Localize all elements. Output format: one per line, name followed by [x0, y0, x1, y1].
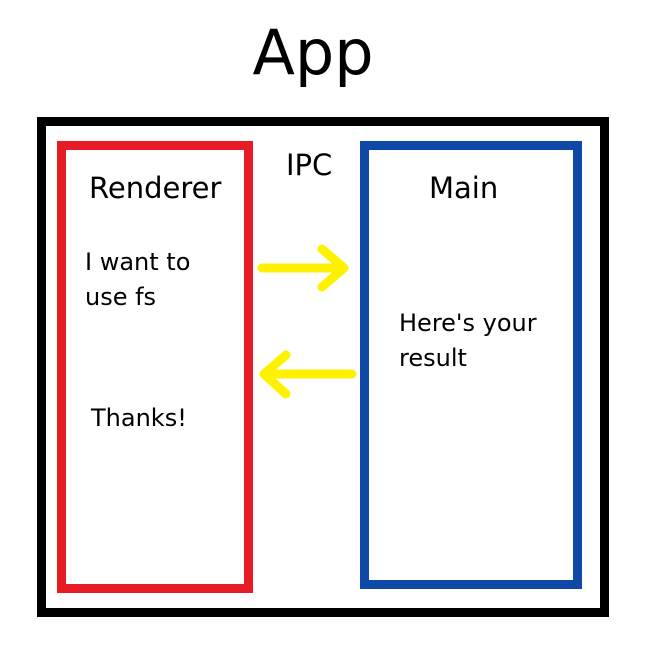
renderer-request-line-1: I want to [85, 248, 191, 276]
main-label: Main [429, 171, 499, 205]
renderer-reply-text: Thanks! [91, 404, 187, 432]
main-response-line-1: Here's your [399, 309, 537, 337]
ipc-label: IPC [286, 148, 333, 182]
renderer-label: Renderer [89, 171, 222, 205]
main-response-line-2: result [399, 344, 467, 372]
main-process-box [360, 141, 582, 589]
renderer-request-line-2: use fs [85, 283, 157, 311]
renderer-process-box [57, 141, 253, 593]
diagram-title: App [252, 16, 374, 89]
